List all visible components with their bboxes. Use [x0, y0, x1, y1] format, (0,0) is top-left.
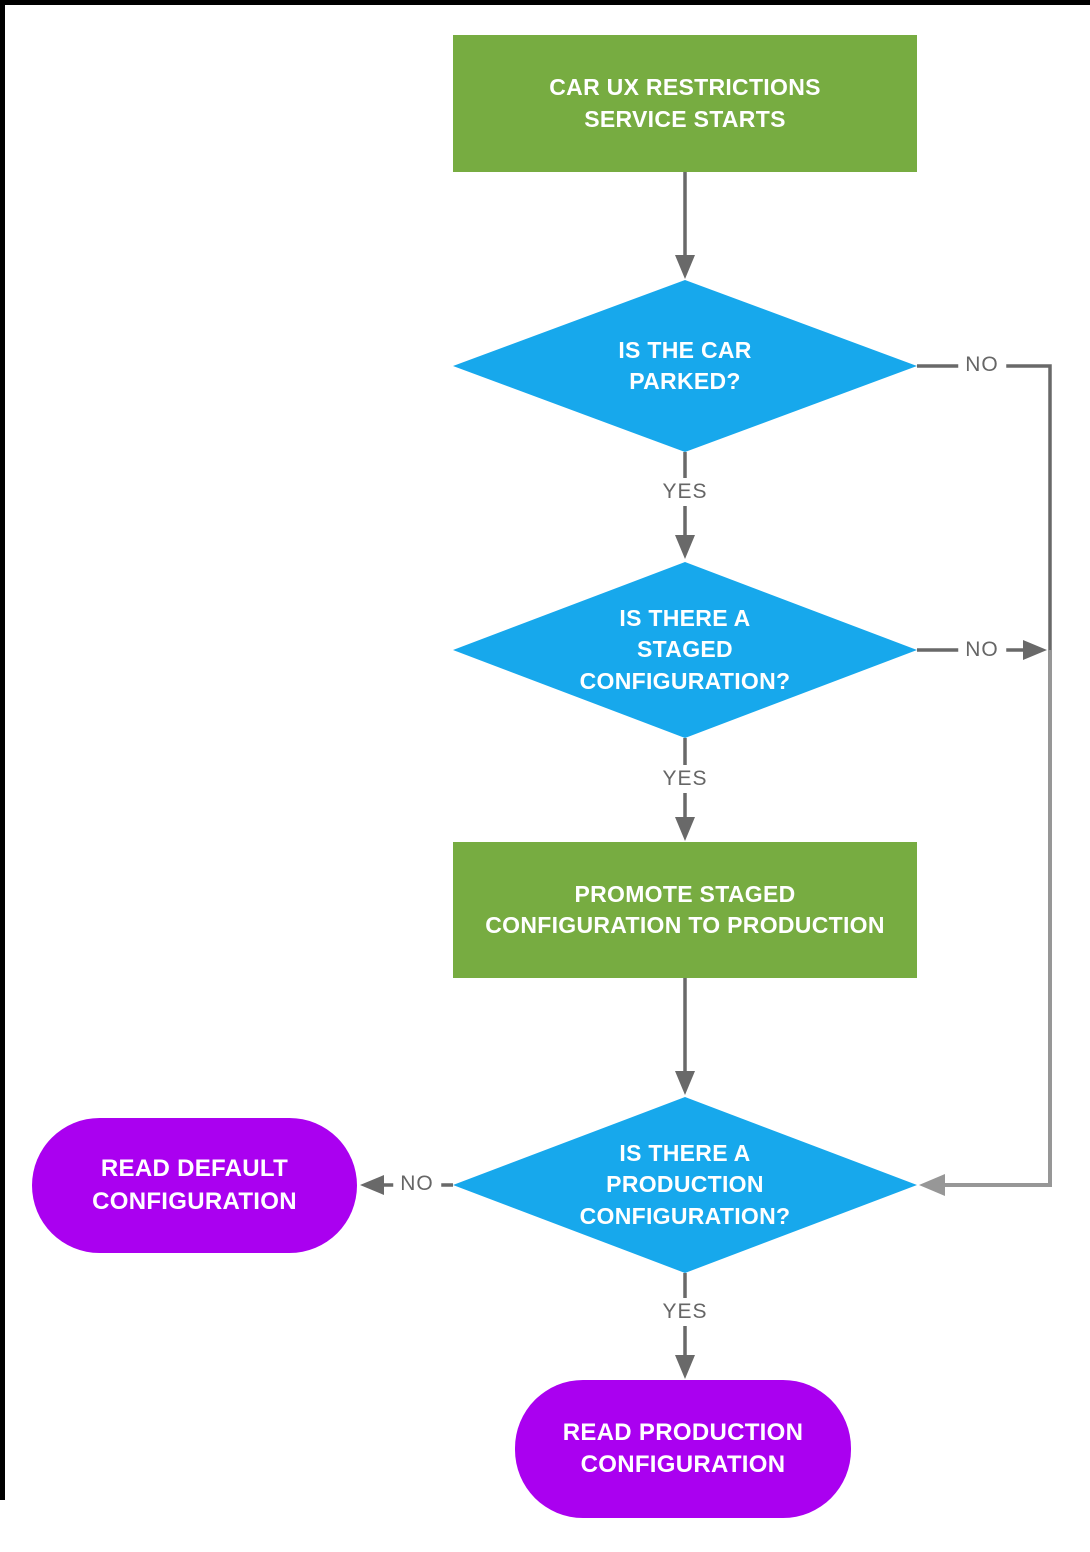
decision-car-parked-label: IS THE CAR PARKED? — [618, 336, 752, 394]
arrowhead-left-default — [360, 1175, 384, 1195]
arrowhead-down-production — [675, 1071, 695, 1095]
decision-staged-configuration-label: IS THERE A STAGED CONFIGURATION? — [579, 605, 791, 694]
edge-label-production-no: NO — [393, 1170, 441, 1198]
process-promote-staged: PROMOTE STAGED CONFIGURATION TO PRODUCTI… — [453, 842, 917, 978]
arrowhead-down-parked — [675, 255, 695, 279]
terminal-read-production-label: READ PRODUCTION CONFIGURATION — [562, 1418, 804, 1478]
arrowhead-right-join — [1023, 640, 1047, 660]
connector-no-branch-to-production — [945, 650, 1052, 1187]
edge-label-staged-yes: YES — [655, 765, 715, 793]
decision-production-configuration-label: IS THERE A PRODUCTION CONFIGURATION? — [579, 1140, 791, 1229]
terminal-read-production: READ PRODUCTION CONFIGURATION — [515, 1380, 851, 1518]
arrowhead-down-promote — [675, 817, 695, 841]
arrowhead-down-read-production — [675, 1355, 695, 1379]
edge-label-parked-yes: YES — [655, 478, 715, 506]
process-service-starts: CAR UX RESTRICTIONS SERVICE STARTS — [453, 35, 917, 172]
page-border-top — [0, 0, 1090, 5]
terminal-read-default: READ DEFAULT CONFIGURATION — [32, 1118, 357, 1253]
arrowhead-down-staged — [675, 535, 695, 559]
edge-label-parked-no: NO — [958, 351, 1006, 379]
edge-label-staged-no: NO — [958, 636, 1006, 664]
edge-label-production-yes: YES — [655, 1298, 715, 1326]
arrowhead-left-production — [919, 1174, 945, 1196]
process-promote-staged-label: PROMOTE STAGED CONFIGURATION TO PRODUCTI… — [485, 880, 885, 938]
connector-parked-no-elbow — [917, 364, 1052, 650]
process-service-starts-label: CAR UX RESTRICTIONS SERVICE STARTS — [549, 74, 821, 132]
page-border-left — [0, 0, 5, 1500]
terminal-read-default-label: READ DEFAULT CONFIGURATION — [92, 1155, 297, 1215]
